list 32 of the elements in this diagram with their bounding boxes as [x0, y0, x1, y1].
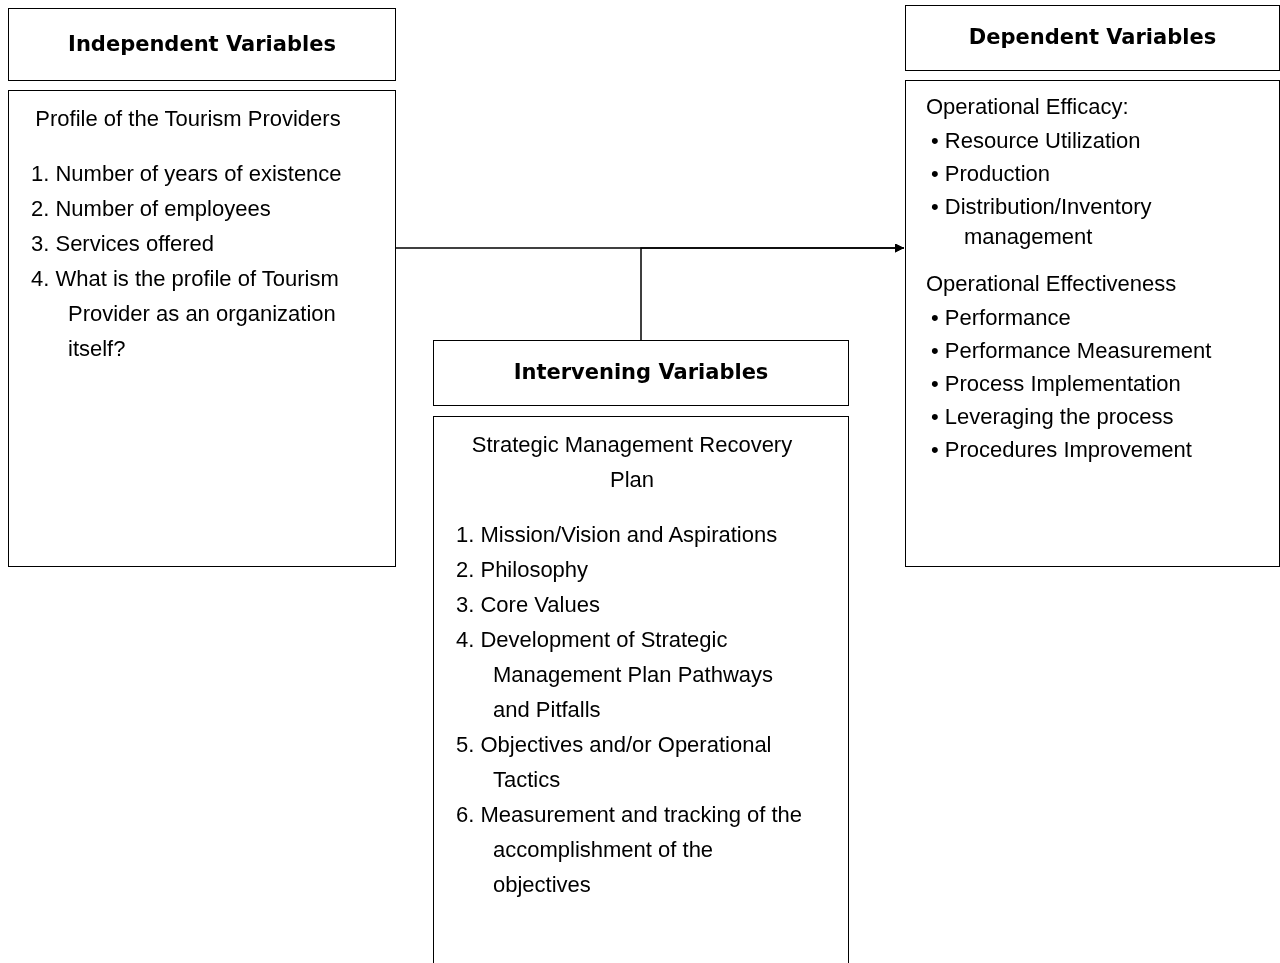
content-box — [905, 80, 1280, 567]
heading-text: Intervening Variables — [513, 360, 769, 386]
bullet-item: • Procedures Improvement — [930, 436, 1193, 464]
bullet-item: • Distribution/Inventory management — [930, 193, 1153, 251]
bullet-item: • Performance Measurement — [930, 337, 1213, 365]
numbered-item: 3. Core Values — [456, 591, 601, 619]
section-heading: Operational Effectiveness — [926, 270, 1178, 298]
section-heading: Operational Efficacy: — [926, 93, 1130, 121]
bullet-item: • Performance — [930, 304, 1072, 332]
bullet-item: • Leveraging the process — [930, 403, 1175, 431]
heading-box — [8, 8, 396, 81]
numbered-item: 2. Number of employees — [31, 195, 272, 223]
numbered-item: 2. Philosophy — [456, 556, 590, 584]
numbered-item: 4. Development of Strategic Management Plan Pathways and Pitfalls — [456, 626, 775, 724]
connector-arrow — [640, 243, 905, 341]
heading-text: Dependent Variables — [968, 25, 1217, 51]
heading-text: Independent Variables — [68, 31, 336, 58]
heading-box — [433, 340, 849, 406]
bullet-item: • Process Implementation — [930, 370, 1182, 398]
heading-box — [905, 5, 1280, 71]
bullet-item: • Production — [930, 160, 1051, 188]
numbered-item: 5. Objectives and/or Operational Tactics — [456, 731, 773, 794]
numbered-item: 1. Mission/Vision and Aspirations — [456, 521, 779, 549]
box-title: Strategic Management Recovery Plan — [470, 431, 794, 494]
numbered-item: 1. Number of years of existence — [31, 160, 343, 188]
numbered-item: 6. Measurement and tracking of the accomplishment of the objectives — [456, 801, 804, 899]
box-title: Profile of the Tourism Providers — [34, 105, 342, 133]
content-box — [8, 90, 396, 567]
numbered-item: 4. What is the profile of Tourism Provider as an organization itself? — [31, 265, 340, 363]
content-box — [433, 416, 849, 963]
numbered-item: 3. Services offered — [31, 230, 216, 258]
bullet-item: • Resource Utilization — [930, 127, 1142, 155]
